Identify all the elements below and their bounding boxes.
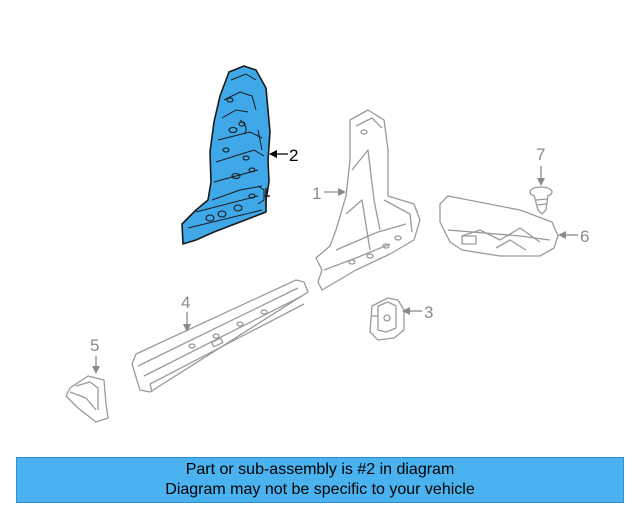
callout-7-label: 7 (536, 145, 545, 164)
callout-5: 5 (90, 336, 100, 374)
callout-6: 6 (558, 227, 589, 246)
part-3-bracket[interactable] (369, 297, 405, 341)
callout-7: 7 (536, 145, 545, 186)
banner-line-1: Part or sub-assembly is #2 in diagram (185, 461, 455, 478)
banner-line-2: Diagram may not be specific to your vehi… (165, 481, 475, 498)
callout-3-label: 3 (424, 303, 433, 322)
part-7-clip[interactable] (529, 186, 553, 215)
callout-2-label: 2 (289, 146, 298, 165)
part-6-outline (439, 195, 559, 257)
part-2-outline (181, 65, 271, 245)
part-3-outline (369, 297, 405, 341)
part-4-outline (131, 279, 309, 393)
part-5-small-bracket[interactable] (65, 375, 109, 423)
info-banner: Part or sub-assembly is #2 in diagram Di… (16, 457, 624, 503)
callout-5-label: 5 (90, 336, 99, 355)
parts-diagram: 2 1 7 6 3 4 5 (65, 65, 589, 423)
callout-6-label: 6 (580, 227, 589, 246)
callout-1-label: 1 (312, 184, 321, 203)
callout-3: 3 (402, 303, 433, 322)
callout-1: 1 (312, 184, 346, 203)
part-1-outline (315, 109, 421, 291)
part-6-trim-cover[interactable] (439, 195, 559, 257)
callout-4-label: 4 (181, 293, 190, 312)
part-4-rocker-rail[interactable] (131, 279, 309, 393)
callout-2: 2 (269, 146, 298, 165)
callout-4: 4 (181, 293, 191, 332)
part-1-center-pillar[interactable] (315, 109, 421, 291)
part-2-pillar-panel[interactable] (181, 65, 271, 245)
